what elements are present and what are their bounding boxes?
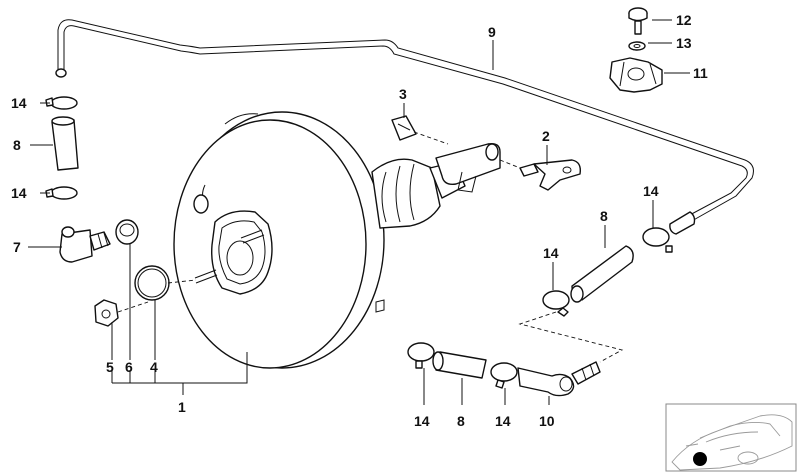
hose-8-left[interactable]: [51, 116, 79, 171]
callout-2[interactable]: 2: [542, 128, 550, 144]
callout-labels: 14 8 14 7 5 6 4 1 3 2 9 12 13 11 14 8 14…: [11, 12, 708, 429]
callout-14-upper-left[interactable]: 14: [11, 95, 27, 111]
callout-9[interactable]: 9: [488, 24, 496, 40]
callout-14-right-mid[interactable]: 14: [543, 245, 559, 261]
washer-13[interactable]: [628, 41, 646, 51]
screw-12[interactable]: [628, 7, 648, 35]
location-marker-icon: [693, 452, 707, 466]
brake-booster[interactable]: [173, 111, 385, 369]
callout-8-right[interactable]: 8: [600, 208, 608, 224]
callout-8-bottom[interactable]: 8: [457, 413, 465, 429]
hose-clamp-lower-left[interactable]: [407, 342, 435, 369]
hose-clamp-lower[interactable]: [45, 186, 78, 200]
callout-14-lower-left[interactable]: 14: [11, 185, 27, 201]
hose-clamp-right-upper[interactable]: [642, 227, 673, 253]
callout-7[interactable]: 7: [13, 239, 21, 255]
callout-6[interactable]: 6: [125, 359, 133, 375]
callout-14-bottom-left[interactable]: 14: [414, 413, 430, 429]
callout-14-right-upper[interactable]: 14: [643, 183, 659, 199]
callout-4[interactable]: 4: [150, 359, 158, 375]
callout-5[interactable]: 5: [106, 359, 114, 375]
callout-14-bottom-right[interactable]: 14: [495, 413, 511, 429]
leader-lines: [28, 19, 690, 405]
hose-clamp-upper[interactable]: [45, 96, 78, 110]
o-ring-4[interactable]: [134, 265, 170, 301]
hose-clamp-right-mid[interactable]: [542, 290, 570, 317]
callout-13[interactable]: 13: [676, 35, 692, 51]
callout-3[interactable]: 3: [399, 86, 407, 102]
vacuum-connector-7[interactable]: [59, 226, 111, 263]
grommet-6[interactable]: [115, 219, 139, 245]
spring-clip-3[interactable]: [391, 115, 417, 141]
hose-clamp-lower-right[interactable]: [490, 362, 518, 389]
callout-10[interactable]: 10: [539, 413, 555, 429]
check-valve-10[interactable]: [517, 361, 601, 397]
callout-12[interactable]: 12: [676, 12, 692, 28]
vacuum-pipe-9[interactable]: [55, 19, 754, 235]
hose-8-lower[interactable]: [432, 351, 487, 379]
callout-1[interactable]: 1: [178, 399, 186, 415]
callout-8-left[interactable]: 8: [13, 137, 21, 153]
car-location-thumbnail-icon[interactable]: [665, 403, 797, 472]
clevis-fork[interactable]: [435, 142, 501, 193]
callout-11[interactable]: 11: [693, 65, 708, 81]
hose-8-right[interactable]: [570, 245, 634, 303]
clevis-pin-2[interactable]: [519, 159, 582, 191]
bracket-11[interactable]: [609, 57, 663, 93]
nut-5[interactable]: [94, 299, 119, 327]
